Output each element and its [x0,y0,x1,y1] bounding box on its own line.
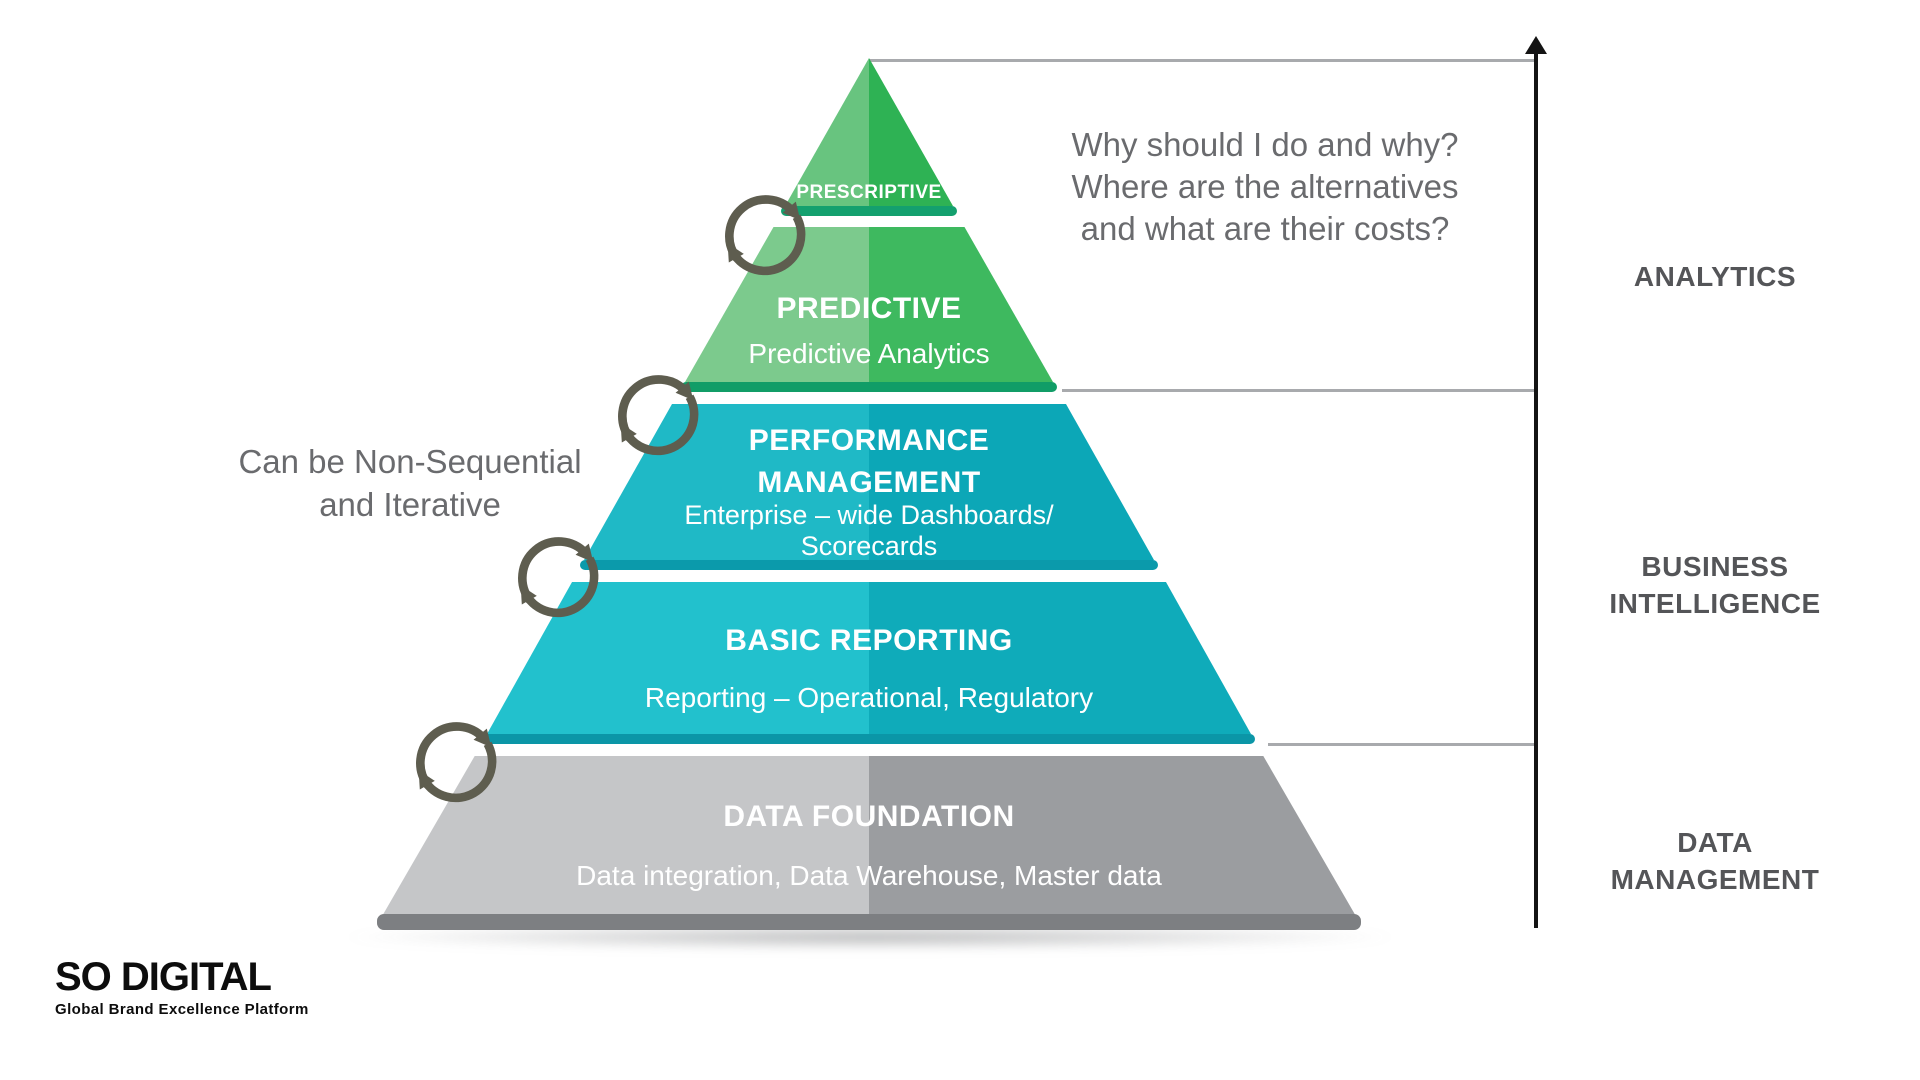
question-line3: and what are their costs? [1080,210,1450,247]
iterative-loop-icon [618,375,699,456]
question-line2: Where are the alternatives [1071,168,1459,205]
stage-dm-line1: DATA [1677,827,1753,858]
iterative-line2: and Iterative [319,486,501,523]
stage-label-data-management: DATA MANAGEMENT [1545,824,1885,898]
question-line1: Why should I do and why? [1071,126,1459,163]
iterative-loop-icon [725,195,806,276]
connector-line-apex [869,59,1534,62]
tier-data-foundation-basebar [377,914,1361,930]
tier-performance-subtitle-line2: Scorecards [800,531,938,561]
so-digital-logo: SO DIGITAL Global Brand Excellence Platf… [55,956,309,1018]
question-annotation: Why should I do and why? Where are the a… [1010,124,1520,250]
iterative-loop-icon [518,537,599,618]
stage-analytics-line1: ANALYTICS [1633,261,1797,292]
maturity-axis-arrowhead-icon [1525,36,1547,54]
maturity-axis-line [1534,52,1538,928]
tier-data-foundation-subtitle: Data integration, Data Warehouse, Master… [576,860,1162,891]
connector-line-bi-bottom [1268,743,1534,746]
stage-bi-line1: BUSINESS [1641,551,1789,582]
iterative-annotation: Can be Non-Sequential and Iterative [175,440,645,526]
tier-performance-subtitle: Enterprise – wide Dashboards/ Scorecards [584,500,1154,562]
tier-performance-title: PERFORMANCE MANAGEMENT [584,420,1154,504]
stage-dm-line2: MANAGEMENT [1610,864,1820,895]
tier-basic-reporting-subtitle: Reporting – Operational, Regulatory [644,682,1094,713]
tier-predictive-title: PREDICTIVE [776,292,962,325]
stage-label-analytics: ANALYTICS [1545,258,1885,295]
tier-data-foundation [381,756,1357,918]
logo-tagline: Global Brand Excellence Platform [55,1001,309,1018]
tier-performance-management [584,404,1154,560]
iterative-loop-icon [416,722,497,803]
tier-basic-reporting [487,582,1251,734]
tier-performance-title-line2: MANAGEMENT [757,466,981,499]
tier-basic-reporting-accent [483,734,1255,744]
tier-predictive-accent [681,382,1057,392]
tier-data-foundation-title: DATA FOUNDATION [723,800,1015,833]
stage-bi-line2: INTELLIGENCE [1609,588,1821,619]
tier-predictive-subtitle: Predictive Analytics [748,338,990,369]
tier-performance-management-accent [580,560,1158,570]
tier-basic-reporting-title: BASIC REPORTING [725,624,1013,657]
stage-label-business-intelligence: BUSINESS INTELLIGENCE [1545,548,1885,622]
tier-prescriptive-accent [781,206,957,216]
tier-prescriptive-title: PRESCRIPTIVE [796,182,942,203]
connector-line-analytics-bottom [1062,389,1534,392]
tier-performance-subtitle-line1: Enterprise – wide Dashboards/ [684,500,1054,530]
logo-title: SO DIGITAL [55,955,272,999]
iterative-line1: Can be Non-Sequential [238,443,582,480]
tier-performance-title-line1: PERFORMANCE [748,424,990,457]
